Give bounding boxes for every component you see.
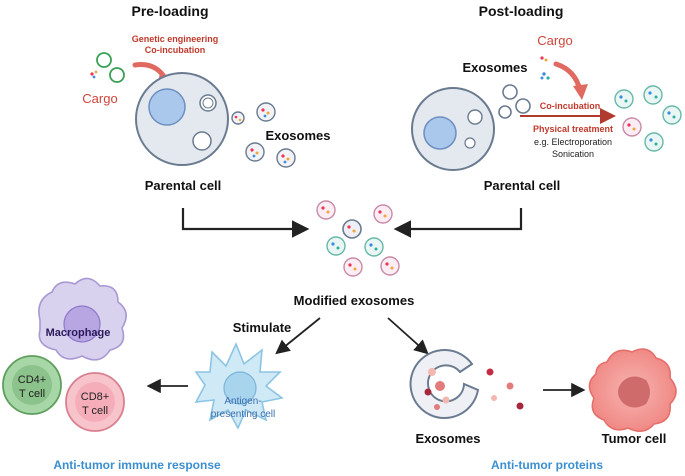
postloading-loaded-exosomes	[614, 85, 682, 152]
modified-exosomes-cluster	[316, 200, 400, 277]
postloading-parental-cell	[411, 87, 495, 171]
cd8-label-1: CD8+	[81, 391, 109, 403]
apc-label-1: Antigen-	[224, 396, 261, 407]
arrow-preloading-to-modified	[181, 208, 310, 238]
cd4-t-cell	[2, 355, 62, 415]
arrow-postloading-to-modified	[393, 208, 523, 238]
postloading-coincubation-label: Co-incubation	[540, 101, 601, 111]
cd8-t-cell	[65, 372, 125, 432]
stimulate-label: Stimulate	[233, 320, 292, 335]
antigen-presenting-cell	[194, 341, 284, 430]
secreting-exosome	[409, 349, 480, 420]
anti-tumor-proteins-label: Anti-tumor proteins	[491, 458, 603, 472]
preloading-method-2: Co-incubation	[145, 45, 206, 55]
postloading-physical-label: Physical treatment	[533, 124, 613, 134]
protein-exosomes-label: Exosomes	[415, 431, 480, 446]
postloading-empty-exosomes	[498, 84, 531, 119]
postloading-example-1: e.g. Electroporation	[534, 137, 612, 147]
postloading-title: Post-loading	[479, 3, 564, 19]
postloading-exosomes-label: Exosomes	[462, 60, 527, 75]
modified-exosomes-label: Modified exosomes	[294, 293, 415, 308]
tumor-cell-label: Tumor cell	[602, 431, 667, 446]
cd4-label-1: CD4+	[18, 374, 46, 386]
postloading-cargo-label: Cargo	[537, 33, 572, 48]
preloading-exosomes	[231, 102, 296, 168]
preloading-method-1: Genetic engineering	[132, 34, 219, 44]
preloading-exosomes-label: Exosomes	[265, 128, 330, 143]
cd4-label-2: T cell	[19, 388, 45, 400]
immune-response-label: Anti-tumor immune response	[53, 458, 221, 472]
apc-label-2: presenting cell	[211, 409, 275, 420]
postloading-parental-label: Parental cell	[484, 178, 561, 193]
arrow-to-exosomes	[387, 317, 429, 355]
macrophage-label: Macrophage	[46, 327, 111, 339]
macrophage-cell	[38, 277, 127, 361]
released-proteins	[486, 368, 524, 410]
preloading-cargo-label: Cargo	[82, 91, 117, 106]
postloading-cargo	[540, 56, 550, 80]
preloading-cargo	[90, 52, 125, 83]
preloading-title: Pre-loading	[131, 3, 208, 19]
postloading-example-2: Sonication	[552, 149, 594, 159]
arrow-to-apc	[275, 317, 321, 355]
preloading-parental-cell	[135, 72, 229, 166]
cd8-label-2: T cell	[82, 405, 108, 417]
tumor-cell	[588, 348, 677, 432]
preloading-parental-label: Parental cell	[145, 178, 222, 193]
